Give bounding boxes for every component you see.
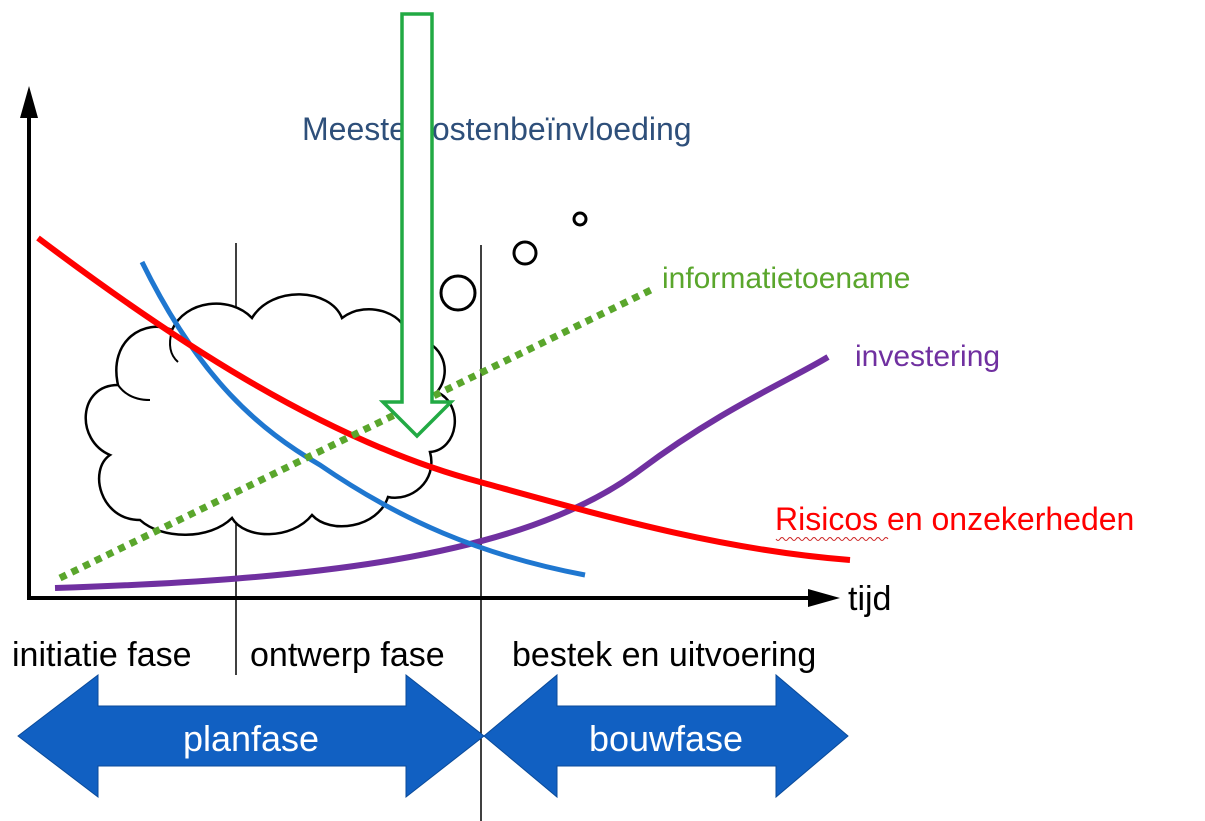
thought-bubble-medium — [512, 240, 538, 266]
planfase-label: planfase — [183, 718, 319, 759]
informatietoename-label: informatietoename — [662, 262, 910, 295]
risicos-label-part1: Risicos — [775, 501, 878, 537]
x-axis-arrowhead — [808, 589, 840, 607]
risicos-curve — [36, 235, 851, 563]
risicos-label: Risicos en onzekerheden — [775, 501, 1134, 537]
diagram-title: Meeste kostenbeïnvloeding — [302, 111, 692, 147]
informatietoename-line — [58, 284, 657, 582]
phase-label-bestek: bestek en uitvoering — [512, 636, 816, 674]
risicos-label-part2: en onzekerheden — [878, 501, 1134, 537]
phase-label-initiatie: initiatie fase — [12, 636, 192, 674]
blue-curve — [139, 260, 586, 578]
y-axis-arrowhead — [20, 86, 38, 118]
annotation-down-arrow — [378, 12, 456, 439]
thought-bubble-small — [572, 211, 588, 227]
cloud-inner-curve-1 — [117, 384, 151, 401]
x-axis-label: tijd — [848, 580, 891, 618]
investering-label: investering — [855, 340, 1000, 373]
bouwfase-label: bouwfase — [589, 718, 743, 759]
phase-label-ontwerp: ontwerp fase — [250, 636, 445, 674]
thought-bubble-large — [439, 274, 477, 312]
spellcheck-underline — [775, 537, 889, 541]
bouwfase-arrow — [483, 673, 849, 799]
